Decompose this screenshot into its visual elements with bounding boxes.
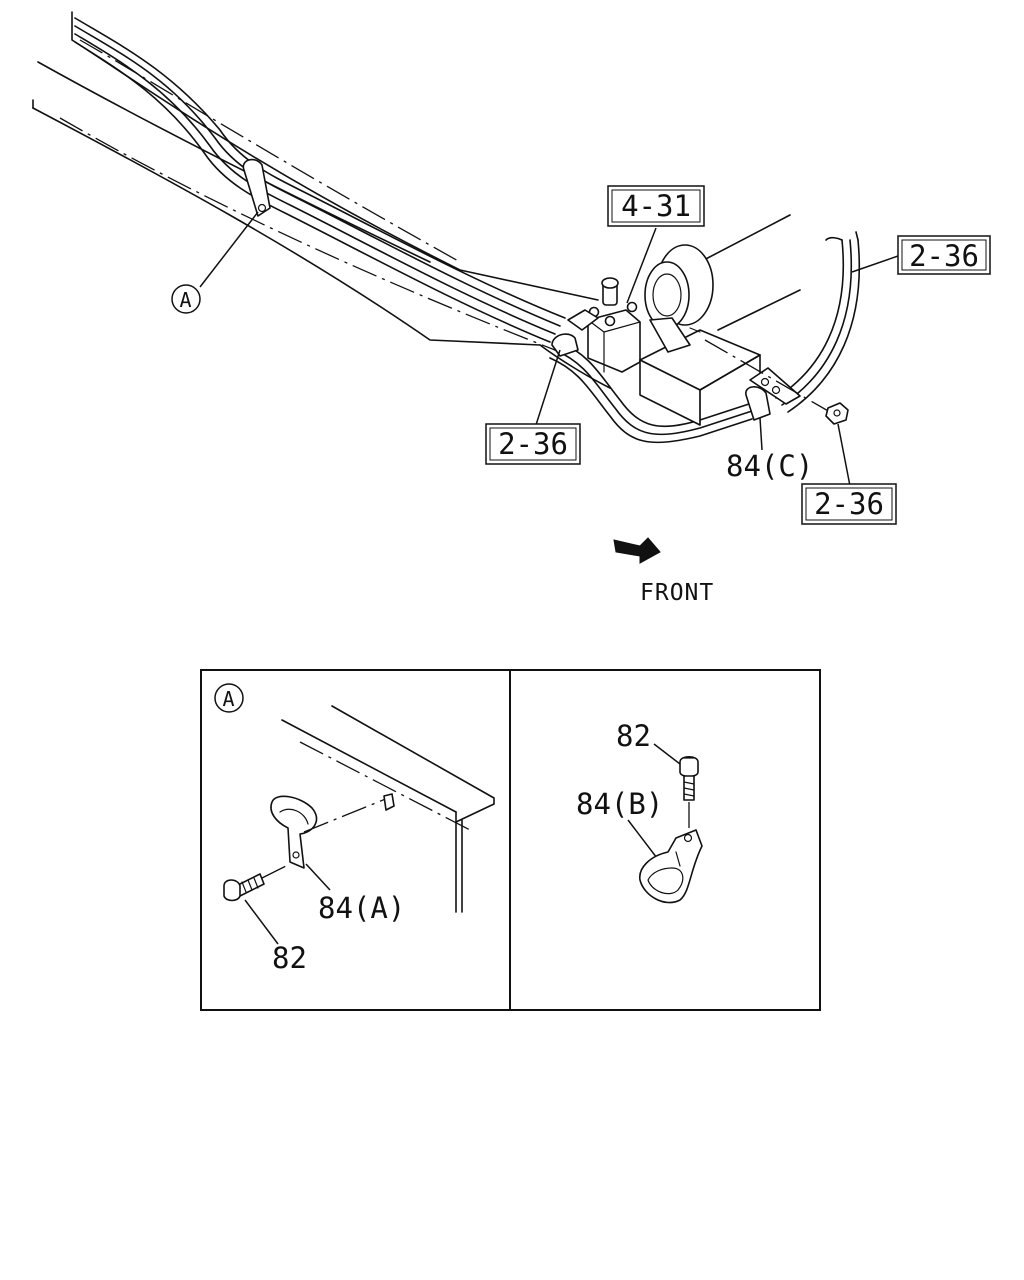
clip-84c-assembly (704, 339, 849, 425)
pipe-clip-valve (551, 333, 579, 357)
detail-a-marker[interactable]: A (214, 683, 244, 713)
pipe-clip-a (242, 158, 271, 217)
callout-2-36-bottom[interactable]: 2-36 (801, 483, 897, 525)
detail-a-marker-text: A (222, 687, 235, 711)
front-label: FRONT (640, 580, 714, 606)
detail-b-view: 82 84(B) (576, 719, 703, 904)
spare-tire-drum (644, 214, 801, 353)
callout-4-31-text: 4-31 (621, 189, 691, 223)
front-direction-indicator: FRONT (613, 537, 714, 606)
callout-2-36-bottom-text: 2-36 (814, 487, 884, 521)
main-assembly-view (32, 11, 899, 487)
detail-marker-a-main[interactable]: A (171, 284, 201, 314)
valve-4-31 (567, 277, 641, 373)
detail-a-part-label-82[interactable]: 82 (272, 941, 307, 975)
callout-2-36-top[interactable]: 2-36 (897, 235, 991, 275)
brake-pipe-bundle (74, 17, 861, 444)
detail-panel (200, 669, 821, 1011)
detail-a-part-label-84a[interactable]: 84(A) (318, 891, 405, 925)
detail-a-view: A 84(A) 82 (214, 683, 495, 975)
frame-rail (32, 11, 611, 389)
callout-4-31[interactable]: 4-31 (607, 185, 705, 227)
callout-2-36-top-text: 2-36 (909, 239, 979, 273)
callout-2-36-mid-text: 2-36 (498, 427, 568, 461)
part-label-84c[interactable]: 84(C) (726, 449, 813, 483)
callout-2-36-mid[interactable]: 2-36 (485, 423, 581, 465)
detail-marker-a-main-text: A (179, 288, 192, 312)
front-arrow-icon (613, 537, 661, 564)
mount-block (639, 329, 761, 426)
detail-b-part-label-84b[interactable]: 84(B) (576, 787, 663, 821)
detail-b-part-label-82[interactable]: 82 (616, 719, 651, 753)
